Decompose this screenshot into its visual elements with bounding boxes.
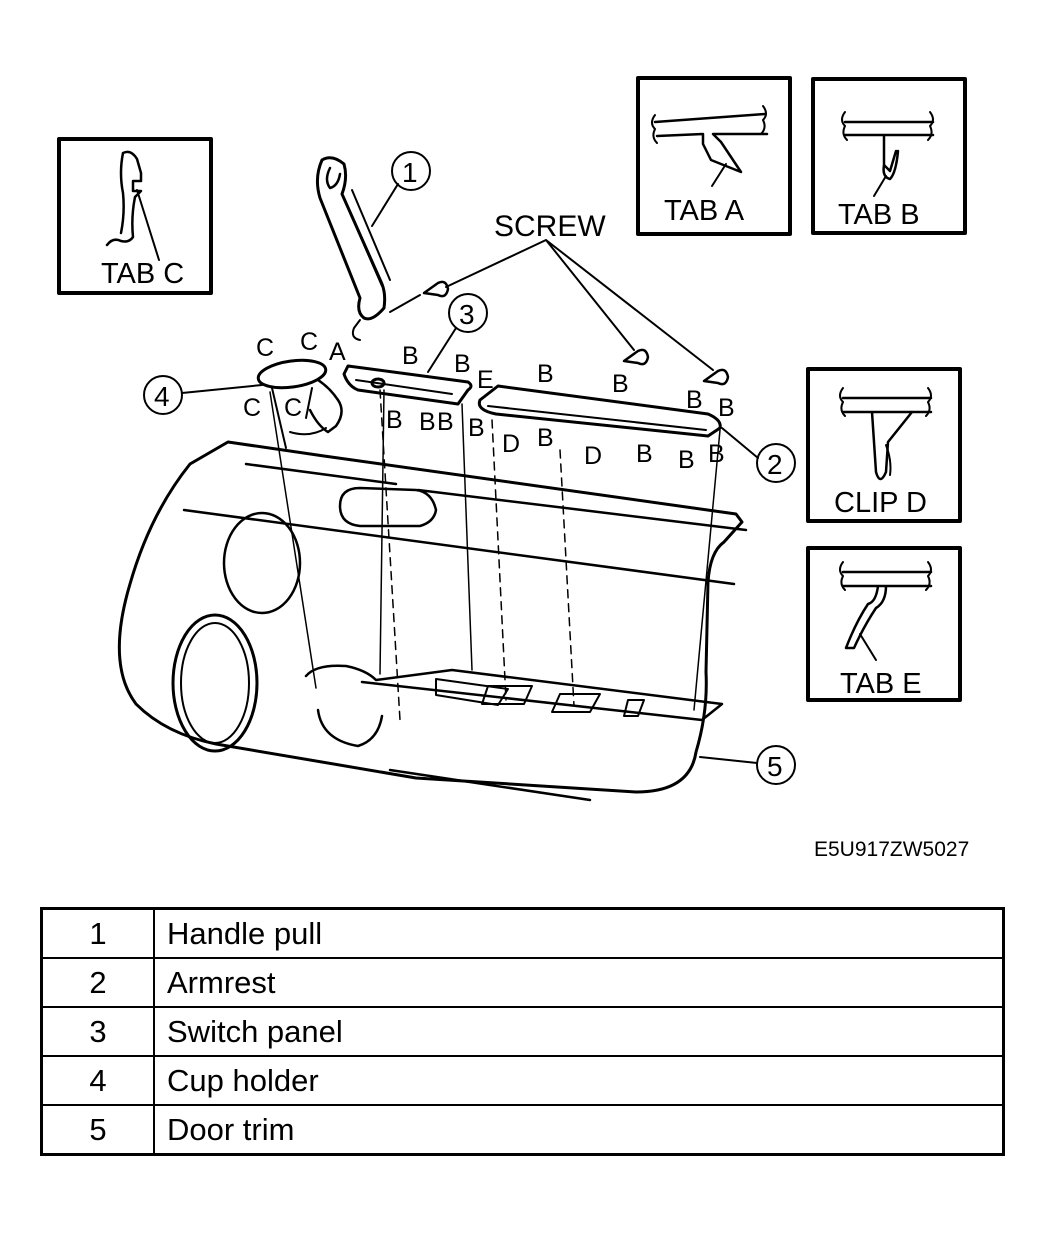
callout-3: 3 <box>427 293 488 373</box>
figure-code: E5U917ZW5027 <box>814 838 970 861</box>
svg-text:B: B <box>708 440 725 468</box>
tab-b-label: TAB B <box>838 199 920 231</box>
svg-text:C: C <box>284 394 302 422</box>
part-number: 1 <box>40 907 155 959</box>
tab-e-label: TAB E <box>840 668 922 700</box>
table-row: 3 Switch panel <box>40 1006 1005 1057</box>
svg-text:B: B <box>402 342 419 370</box>
svg-text:B: B <box>718 394 735 422</box>
svg-text:B: B <box>468 414 485 442</box>
armrest <box>477 384 722 438</box>
callout-5: 5 <box>699 745 796 785</box>
fastener-labels: C C A C C B B B B B E B D B B B D B B B … <box>243 328 735 474</box>
part-name: Door trim <box>153 1104 1005 1156</box>
svg-text:B: B <box>454 350 471 378</box>
inset-tab-e: TAB E <box>806 546 962 702</box>
part-name: Armrest <box>153 957 1005 1008</box>
part-name: Cup holder <box>153 1055 1005 1106</box>
svg-text:B: B <box>437 408 454 436</box>
screw-icon <box>422 280 730 386</box>
cup-holder <box>256 358 343 449</box>
table-row: 4 Cup holder <box>40 1055 1005 1106</box>
svg-text:B: B <box>537 424 554 452</box>
part-name: Switch panel <box>153 1006 1005 1057</box>
door-trim <box>117 440 748 802</box>
part-number: 3 <box>40 1006 155 1057</box>
svg-text:1: 1 <box>402 157 418 188</box>
svg-text:B: B <box>636 440 653 468</box>
callout-2: 2 <box>721 427 796 483</box>
svg-text:5: 5 <box>767 751 783 782</box>
svg-text:C: C <box>243 394 261 422</box>
handle-pull <box>315 156 421 341</box>
parts-table: 1 Handle pull 2 Armrest 3 Switch panel 4… <box>40 907 1005 1156</box>
tab-a-label: TAB A <box>664 195 745 227</box>
switch-panel <box>342 364 473 406</box>
svg-text:A: A <box>329 338 346 366</box>
svg-text:B: B <box>386 406 403 434</box>
svg-text:C: C <box>256 334 274 362</box>
svg-text:B: B <box>419 408 436 436</box>
svg-text:3: 3 <box>459 299 475 330</box>
table-row: 5 Door trim <box>40 1104 1005 1156</box>
svg-text:B: B <box>686 386 703 414</box>
part-name: Handle pull <box>153 907 1005 959</box>
part-number: 4 <box>40 1055 155 1106</box>
inset-tab-c: TAB C <box>57 137 213 295</box>
callout-1: 1 <box>371 151 431 227</box>
svg-text:2: 2 <box>767 449 783 480</box>
inset-clip-d: CLIP D <box>806 367 962 523</box>
svg-text:B: B <box>678 446 695 474</box>
table-row: 1 Handle pull <box>40 907 1005 959</box>
inset-tab-a: TAB A <box>636 76 792 236</box>
inset-tab-b: TAB B <box>811 77 967 235</box>
screw-label: SCREW <box>494 210 606 243</box>
part-number: 5 <box>40 1104 155 1156</box>
svg-text:E: E <box>477 366 494 394</box>
door-trim-exploded-diagram: TAB C TAB A TAB B CLIP D <box>57 76 967 802</box>
svg-text:D: D <box>502 430 520 458</box>
clip-d-label: CLIP D <box>834 487 927 519</box>
svg-text:B: B <box>612 370 629 398</box>
part-number: 2 <box>40 957 155 1008</box>
svg-text:B: B <box>537 360 554 388</box>
alignment-lines <box>269 389 721 721</box>
callout-4: 4 <box>143 375 263 415</box>
tab-c-label: TAB C <box>101 258 184 290</box>
svg-text:D: D <box>584 442 602 470</box>
svg-text:C: C <box>300 328 318 356</box>
table-row: 2 Armrest <box>40 957 1005 1008</box>
svg-text:4: 4 <box>154 381 170 412</box>
